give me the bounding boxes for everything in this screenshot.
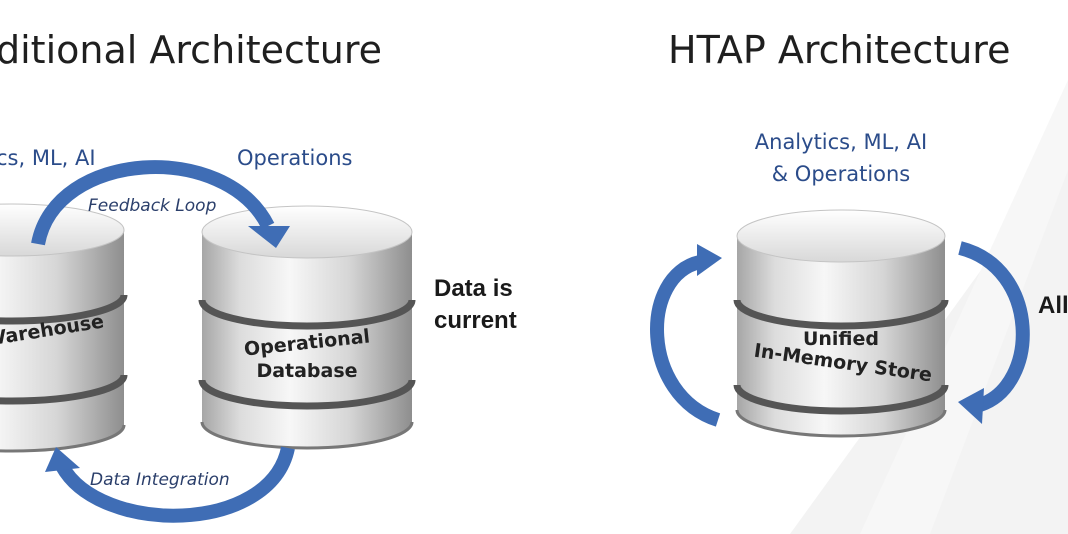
- htap-analytics-label: Analytics, ML, AI: [754, 130, 928, 154]
- data-integration-label: Data Integration: [90, 470, 230, 490]
- traditional-architecture-title: ditional Architecture: [0, 28, 383, 72]
- data-is-label: Data is: [434, 275, 513, 302]
- data-integration-arrow: [45, 446, 295, 523]
- current-label: current: [434, 307, 517, 334]
- unified-store-cylinder: [733, 209, 949, 438]
- htap-right-cycle-arrow: [957, 241, 1030, 424]
- all-label-partial: All: [1038, 292, 1068, 319]
- operational-database-cylinder: [198, 205, 416, 450]
- feedback-loop-label: Feedback Loop: [88, 196, 217, 216]
- htap-architecture-title: HTAP Architecture: [668, 28, 1011, 72]
- htap-operations-label: & Operations: [771, 162, 911, 186]
- data-warehouse-cylinder: [0, 203, 128, 453]
- htap-left-cycle-arrow: [650, 244, 722, 427]
- feedback-loop-arrow: [31, 160, 290, 248]
- operations-label: Operations: [237, 146, 353, 170]
- analytics-ml-ai-label: cs, ML, AI: [0, 146, 96, 170]
- unified-label: Unified: [802, 328, 880, 350]
- database-label: Database: [256, 360, 358, 382]
